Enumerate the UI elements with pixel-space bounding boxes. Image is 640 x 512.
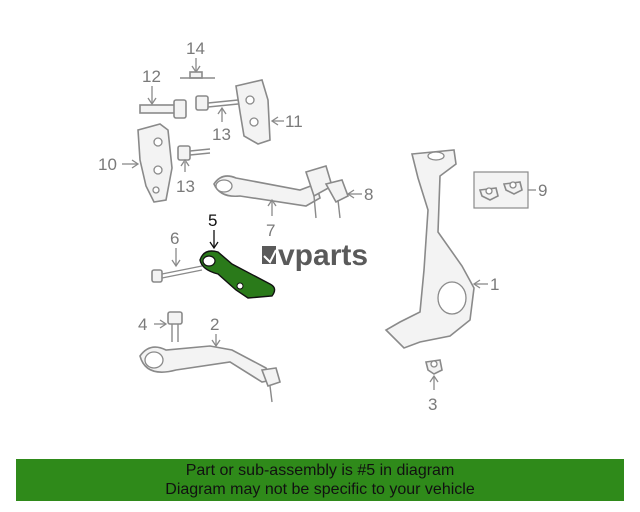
callout-5: 5 <box>208 211 217 230</box>
part-7-upper-arm <box>213 165 333 219</box>
part-8-ball-joint <box>324 179 362 219</box>
callout-2: 2 <box>210 315 219 334</box>
callout-13-lower: 13 <box>176 177 195 196</box>
callout-4: 4 <box>138 315 147 334</box>
callout-10: 10 <box>98 155 117 174</box>
part-13-lower-bolt <box>177 145 211 172</box>
vparts-watermark: vparts <box>262 239 368 272</box>
part-14-bolt <box>180 58 215 79</box>
callout-14: 14 <box>186 39 205 58</box>
banner-line-1: Part or sub-assembly is #5 in diagram <box>185 462 455 479</box>
callout-6: 6 <box>170 229 179 248</box>
part-3-nut <box>425 359 443 390</box>
part-10-bracket <box>122 123 173 203</box>
part-1-steering-knuckle <box>384 149 488 349</box>
banner-line-2: Diagram may not be specific to your vehi… <box>165 481 475 498</box>
info-banner: Part or sub-assembly is #5 in diagram Di… <box>16 459 624 501</box>
part-13-upper-bolt <box>195 95 239 122</box>
callout-3: 3 <box>428 395 437 414</box>
callout-12: 12 <box>142 67 161 86</box>
callout-13-upper: 13 <box>212 125 231 144</box>
callout-9: 9 <box>538 181 547 200</box>
callout-11: 11 <box>285 112 303 131</box>
part-5-highlighted <box>199 230 276 299</box>
parts-diagram: 14 12 13 11 10 <box>98 39 547 414</box>
callout-7: 7 <box>266 221 275 240</box>
part-2-lower-arm <box>139 334 281 403</box>
part-11-bracket <box>235 79 284 145</box>
part-9-nut-set <box>473 171 536 209</box>
part-12-bolt <box>139 86 187 119</box>
watermark-text: vparts <box>278 239 368 272</box>
callout-1: 1 <box>490 275 499 294</box>
callout-8: 8 <box>364 185 373 204</box>
part-4-bolt <box>154 311 183 342</box>
part-6-bolt <box>151 248 203 283</box>
